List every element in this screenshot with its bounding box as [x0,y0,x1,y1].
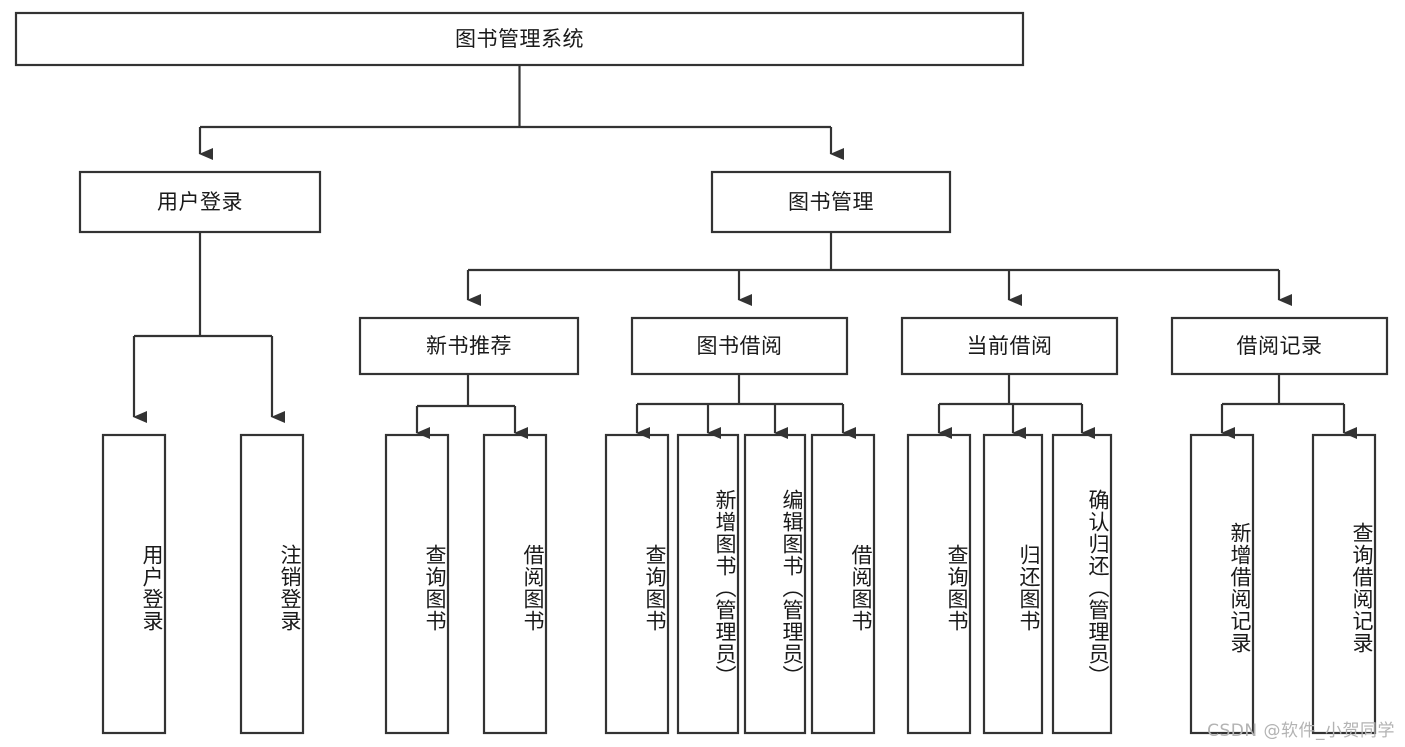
node-box-book-borrow[interactable] [630,316,849,376]
node-box-leaf-edit-book[interactable] [743,433,807,735]
node-box-user-login[interactable] [78,170,322,234]
node-box-leaf-query-book-3[interactable] [906,433,972,735]
node-box-leaf-confirm-return[interactable] [1051,433,1113,735]
node-box-leaf-return-book[interactable] [982,433,1044,735]
node-box-leaf-borrow-book-2[interactable] [810,433,876,735]
node-box-leaf-query-record[interactable] [1311,433,1377,735]
node-box-leaf-borrow-book-1[interactable] [482,433,548,735]
node-box-leaf-add-record[interactable] [1189,433,1255,735]
node-box-leaf-user-logout[interactable] [239,433,305,735]
node-box-new-book-recommend[interactable] [358,316,580,376]
node-box-leaf-user-login[interactable] [101,433,167,735]
csdn-watermark: CSDN @软件_小贺同学 [1207,721,1395,741]
node-box-leaf-query-book-1[interactable] [384,433,450,735]
node-box-root[interactable] [14,11,1025,67]
node-box-leaf-query-book-2[interactable] [604,433,670,735]
node-box-borrow-record[interactable] [1170,316,1389,376]
node-box-leaf-add-book[interactable] [676,433,740,735]
node-box-current-borrow[interactable] [900,316,1119,376]
node-box-book-manage[interactable] [710,170,952,234]
